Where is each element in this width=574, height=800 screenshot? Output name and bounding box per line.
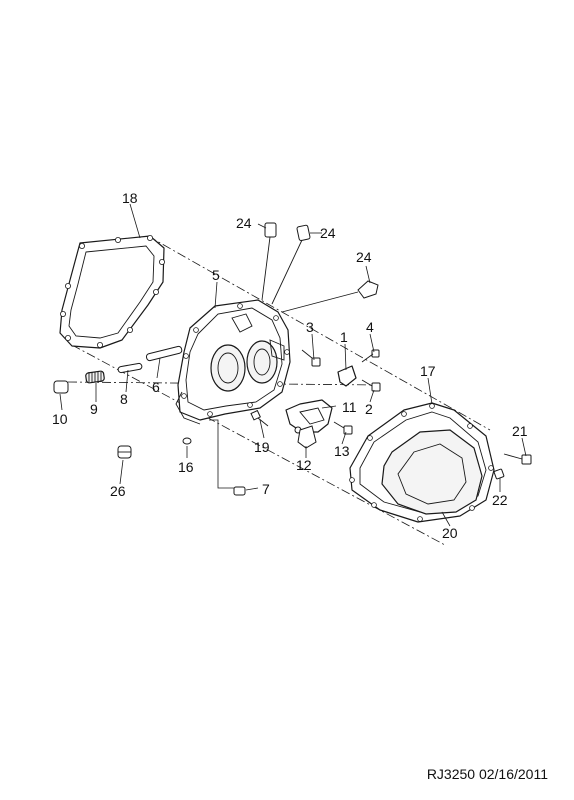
dowel-pin-6 xyxy=(145,345,183,362)
bolt-20 xyxy=(250,409,269,427)
callout-13: 13 xyxy=(334,443,350,459)
leader-lines xyxy=(59,203,527,527)
spring-9 xyxy=(85,370,105,384)
breather-24-a xyxy=(261,222,277,301)
plug-7 xyxy=(233,486,246,496)
bolt-13 xyxy=(333,421,353,435)
callout-10: 10 xyxy=(52,411,68,427)
o-ring-18 xyxy=(182,437,192,445)
lever-12 xyxy=(297,425,317,449)
callout-2: 2 xyxy=(365,401,373,417)
callout-22: 22 xyxy=(492,492,508,508)
callout-24-a: 24 xyxy=(236,215,252,231)
callout-labels: 18 24 24 24 5 3 4 1 17 11 2 21 19 13 12 … xyxy=(52,190,528,541)
plug-26 xyxy=(117,445,132,459)
bolt-3 xyxy=(301,349,321,367)
callout-3: 3 xyxy=(306,319,314,335)
breather-24-b xyxy=(271,224,311,305)
bolt-4 xyxy=(361,349,380,363)
callout-26: 26 xyxy=(110,483,126,499)
callout-19: 18 xyxy=(122,190,138,206)
drawing-date: 02/16/2011 xyxy=(478,766,548,782)
breather-24-c xyxy=(281,280,379,313)
drawing-code: RJ3250 xyxy=(426,766,476,782)
bolt-21 xyxy=(503,453,532,465)
dowel-pin-8 xyxy=(117,362,143,374)
bracket-1 xyxy=(337,365,357,387)
callout-17: 17 xyxy=(420,363,436,379)
callout-9: 9 xyxy=(90,401,98,417)
plug-10 xyxy=(53,380,69,394)
callout-7: 7 xyxy=(262,481,270,497)
callout-24-c: 24 xyxy=(356,249,372,265)
callout-11: 11 xyxy=(342,399,357,415)
bolt-22 xyxy=(493,468,505,480)
cover-16 xyxy=(381,429,483,515)
callout-4: 4 xyxy=(366,319,374,335)
bolt-2 xyxy=(361,379,381,392)
callout-12: 12 xyxy=(296,457,312,473)
callout-8: 8 xyxy=(120,391,128,407)
drawing-footer: RJ3250 02/16/2011 xyxy=(427,766,548,782)
callout-6: 6 xyxy=(152,379,160,395)
callout-16: 20 xyxy=(442,525,458,541)
callout-21: 21 xyxy=(512,423,528,439)
callout-1: 1 xyxy=(340,329,348,345)
callout-18: 16 xyxy=(178,459,194,475)
transmission-case-5 xyxy=(175,299,291,425)
callout-5: 5 xyxy=(212,267,220,283)
gasket-19 xyxy=(59,234,165,349)
callout-20: 19 xyxy=(254,439,270,455)
callout-24-b: 24 xyxy=(320,225,336,241)
